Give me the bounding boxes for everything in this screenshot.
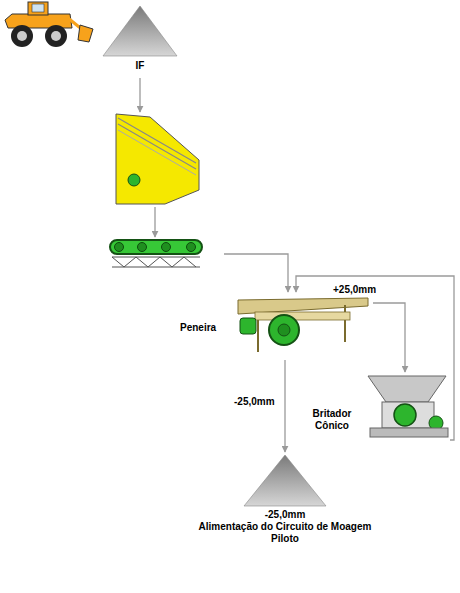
feeder: [116, 114, 199, 204]
equipment-label: IF: [100, 60, 180, 72]
vibrating-screen: [238, 298, 368, 352]
flow-line: [154, 207, 155, 237]
belt-conveyor: [110, 240, 202, 267]
flow-line: [139, 78, 140, 112]
screen-node: Peneira: [180, 292, 373, 360]
conveyor-node: [106, 237, 224, 271]
wheel-loader: [5, 2, 93, 47]
flow-line: [373, 303, 405, 372]
crusher-node: Britador Cônico: [300, 372, 450, 447]
equipment-label: -25,0mm: [190, 509, 380, 521]
product-pile-node: -25,0mmAlimentação do Circuito de Moagem…: [190, 452, 382, 552]
stockpile: [244, 455, 326, 506]
feeder-node: [112, 112, 202, 207]
equipment-label: Britador Cônico: [300, 408, 364, 432]
stockpile: [103, 6, 177, 56]
flow-line: [284, 360, 285, 452]
equipment-label: Peneira: [180, 322, 235, 334]
cone-crusher: [368, 376, 448, 437]
stream-size-label: +25,0mm: [331, 284, 378, 296]
stockpile-node: IF: [100, 2, 182, 78]
flow-line: [224, 254, 288, 292]
flow-line: [296, 276, 454, 440]
text-block: Peneira: [180, 322, 235, 334]
text-block: IF: [100, 60, 180, 72]
equipment-label: Alimentação do Circuito de Moagem Piloto: [190, 521, 380, 545]
stream-size-label: -25,0mm: [232, 396, 277, 408]
text-block: -25,0mmAlimentação do Circuito de Moagem…: [190, 509, 380, 545]
text-block: Britador Cônico: [300, 408, 364, 432]
